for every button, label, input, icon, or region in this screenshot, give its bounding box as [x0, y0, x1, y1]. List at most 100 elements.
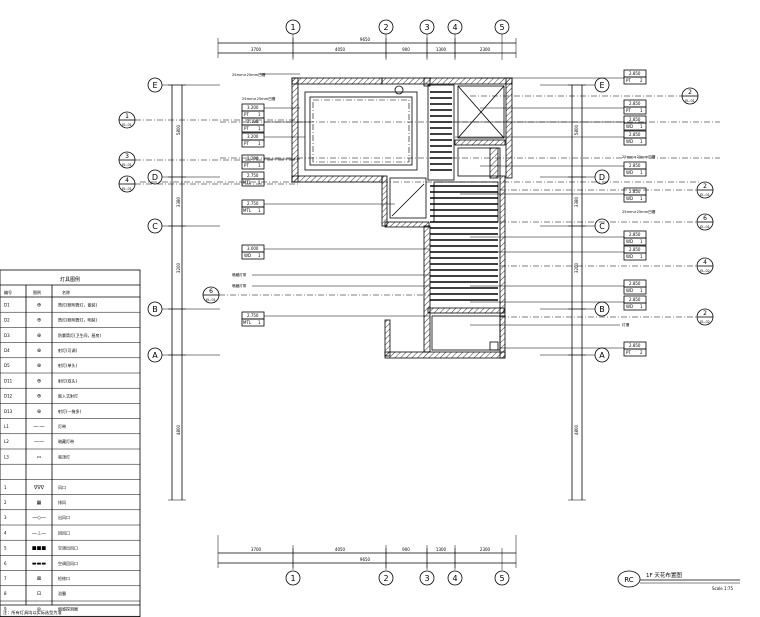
svg-text:PT: PT — [626, 78, 631, 83]
title-badge: RC — [624, 576, 634, 584]
legend-row-code: D1 — [4, 302, 10, 307]
svg-text:2.850: 2.850 — [629, 247, 641, 252]
legend-row-name: 空调出风口 — [58, 545, 78, 551]
svg-text:WD: WD — [626, 254, 633, 259]
grid-3-top: 3 — [424, 23, 429, 32]
legend-row-code: L2 — [4, 439, 9, 444]
legend-row-name: 筒灯(照明筒灯，嵌装) — [58, 301, 98, 307]
legend-footnote: 注：所有灯具均以实际选型为准 — [3, 609, 62, 616]
svg-text:WD: WD — [626, 124, 633, 129]
section-marker-2: 3 EL-01 — [118, 151, 136, 169]
legend-row-code: L3 — [4, 454, 9, 459]
grid-d-left: D — [152, 173, 158, 182]
svg-text:PT: PT — [244, 126, 249, 131]
legend-row-symbol-icon: —·— — [33, 424, 45, 430]
legend-row-code: 1 — [4, 485, 7, 490]
legend-row-name: 空调回风口 — [58, 560, 78, 566]
legend-row-symbol-icon: ⊕ — [37, 348, 41, 354]
top-dim-4: 1300 — [436, 47, 447, 52]
section-marker-6: 2 EL-01 — [696, 181, 714, 199]
svg-text:MTL: MTL — [243, 180, 252, 185]
svg-text:1: 1 — [640, 304, 643, 309]
legend-row-symbol-icon: ⊕ — [37, 302, 41, 308]
left-dim-1: 5800 — [176, 124, 181, 135]
svg-text:2.850: 2.850 — [629, 189, 641, 194]
svg-text:MTL: MTL — [243, 320, 252, 325]
svg-text:1: 1 — [640, 170, 643, 175]
svg-text:EL-01: EL-01 — [122, 163, 132, 167]
top-dim-5: 2300 — [480, 47, 491, 52]
grid-3-bottom: 3 — [424, 574, 429, 583]
svg-text:2.850: 2.850 — [629, 117, 641, 122]
legend-row-code: D5 — [4, 363, 10, 368]
note-top-left: 25mm×25mm凹槽 — [232, 72, 266, 77]
legend-row-code: 7 — [4, 576, 7, 581]
legend-row-name: 射灯(单头) — [58, 362, 78, 368]
drawing-scale: Scale 1:75 — [712, 586, 733, 591]
grid-c-left: C — [152, 222, 158, 231]
elev-tag-right-3: 2.850 WD 1 — [455, 115, 647, 131]
legend-row-name: 嵌入式射灯 — [58, 393, 78, 399]
legend-row-code: 6 — [4, 561, 7, 566]
grid-1-top: 1 — [290, 23, 295, 32]
grid-e-right: E — [599, 81, 604, 90]
legend-row-code: 4 — [4, 530, 7, 535]
grid-bubbles-bottom: 1 2 3 4 5 — [285, 570, 510, 586]
top-overall-dim: 9650 — [360, 37, 371, 42]
svg-text:2.850: 2.850 — [629, 101, 641, 106]
grid-4-bottom: 4 — [452, 574, 457, 583]
svg-text:1: 1 — [258, 141, 261, 146]
svg-text:2.850: 2.850 — [629, 71, 641, 76]
legend-row-code: 9 — [4, 606, 7, 611]
svg-text:2.850: 2.850 — [629, 281, 641, 286]
grid-1-bottom: 1 — [290, 574, 295, 583]
legend-row-symbol-icon: ⊕ — [37, 378, 41, 384]
bottom-dim-2: 4050 — [335, 547, 346, 552]
top-dim-1: 3700 — [251, 47, 262, 52]
legend-row-symbol-icon: ■■■ — [32, 546, 46, 552]
legend-row-symbol-icon: —⊥— — [32, 530, 46, 536]
svg-text:1: 1 — [258, 208, 261, 213]
legend-header-name: 名称 — [62, 289, 70, 295]
legend-row-symbol-icon: ⊡ — [37, 591, 41, 597]
legend-row-symbol-icon: —— — [34, 439, 44, 445]
svg-text:1: 1 — [640, 124, 643, 129]
svg-text:PT: PT — [244, 112, 249, 117]
stair-treads-middle — [430, 185, 498, 301]
legend-row-code: D2 — [4, 318, 10, 323]
svg-text:EL-01: EL-01 — [700, 193, 710, 197]
legend-row-name: 烟感探测器 — [58, 605, 78, 611]
legend-row-symbol-icon: ▦ — [37, 500, 42, 506]
grid-2-top: 2 — [383, 23, 388, 32]
grid-e-left: E — [152, 81, 157, 90]
legend-row-name: 灯带 — [58, 423, 66, 429]
svg-text:1: 1 — [258, 163, 261, 168]
right-dimension-chain: 5800 3380 3200 4800 — [568, 84, 586, 501]
svg-text:WD: WD — [626, 288, 633, 293]
right-dim-3: 3200 — [574, 262, 579, 273]
svg-text:1: 1 — [258, 126, 261, 131]
top-dimension-chain: 9650 3700 4050 900 1300 2300 — [217, 37, 517, 58]
grid-bubbles-sides: E D C B A E D C B A — [147, 77, 610, 363]
legend-row-symbol-icon: ◎ — [37, 606, 42, 612]
bottom-dim-5: 2300 — [480, 547, 491, 552]
legend-row-symbol-icon: —◇— — [32, 515, 46, 521]
drawing-title: 1F 天花布置图 — [646, 571, 682, 579]
legend-row-symbol-icon: ⊕ — [37, 409, 41, 415]
note-mid-left-2: 暗藏灯带 — [232, 283, 247, 288]
svg-text:1: 1 — [640, 239, 643, 244]
svg-text:2: 2 — [640, 78, 643, 83]
section-marker-3: 4 EL-01 — [118, 175, 136, 193]
legend-row-code: 8 — [4, 591, 7, 596]
svg-text:1: 1 — [258, 253, 261, 258]
svg-text:2.850: 2.850 — [629, 163, 641, 168]
legend-rows: D1⊕筒灯(照明筒灯，嵌装)D2⊕筒灯(照明筒灯，明装)D3⊕防雾筒灯(卫生间，… — [0, 301, 140, 617]
svg-text:4: 4 — [703, 259, 707, 266]
svg-text:WD: WD — [626, 139, 633, 144]
svg-text:2: 2 — [703, 183, 707, 190]
svg-text:WD: WD — [626, 239, 633, 244]
